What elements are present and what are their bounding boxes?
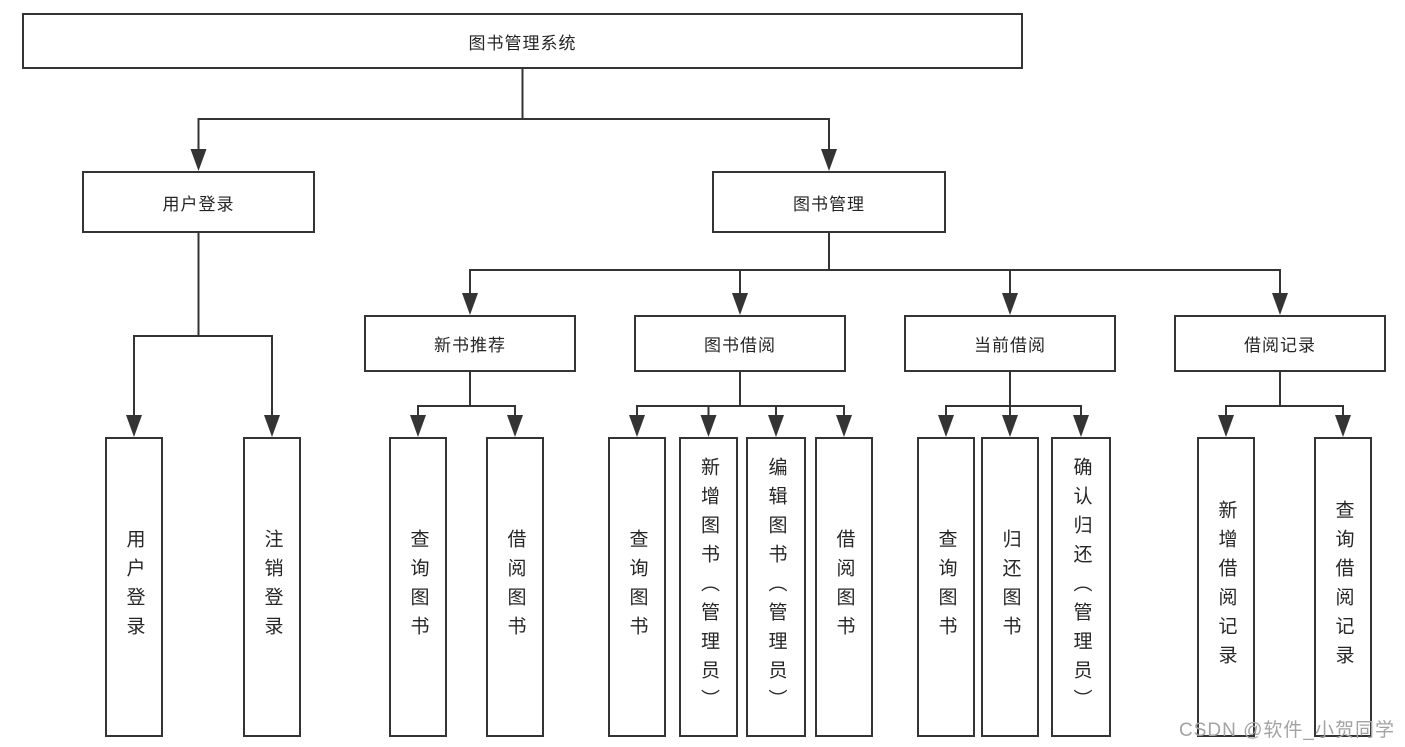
node-book-management: 图书管理 [712,171,946,233]
node-current-borrowing: 当前借阅 [904,315,1116,372]
connector-current-borrowing [938,372,1089,437]
node-leaf-add-book-admin: 新增图书（管理员） [679,437,738,737]
node-leaf-query-books-recommend: 查询图书 [389,437,447,737]
node-book-borrowing: 图书借阅 [634,315,846,372]
node-label: 借阅记录 [1244,336,1316,355]
arrowhead-icon [768,415,784,437]
node-leaf-edit-book-admin: 编辑图书（管理员） [746,437,806,737]
arrowhead-icon [1335,415,1351,437]
node-label: 借阅图书 [504,529,526,645]
arrowhead-icon [700,415,717,437]
node-leaf-query-borrow-record: 查询借阅记录 [1314,437,1372,737]
arrowhead-icon [507,415,523,437]
connector-user-login [126,233,280,437]
node-label: 编辑图书（管理员） [765,456,787,718]
connector-system [190,69,837,171]
arrowhead-icon [629,415,645,437]
node-label: 新增借阅记录 [1215,500,1237,674]
node-label: 查询图书 [407,529,429,645]
arrowhead-icon [1218,415,1234,437]
node-leaf-logout: 注销登录 [243,437,301,737]
node-label: 用户登录 [162,194,235,214]
connector-borrow-records [1218,372,1351,437]
connector-book-management [462,233,1288,315]
arrowhead-icon [836,415,852,437]
node-leaf-add-borrow-record: 新增借阅记录 [1197,437,1255,737]
csdn-watermark: CSDN @软件_小贺同学 [1179,720,1395,741]
arrowhead-icon [410,415,426,437]
connector-new-book-recommend [410,372,523,437]
node-label: 借阅图书 [833,529,855,645]
arrowhead-icon [732,293,748,315]
arrowhead-icon [1272,293,1288,315]
node-label: 归还图书 [999,529,1021,645]
node-leaf-query-books-current: 查询图书 [917,437,975,737]
arrowhead-icon [462,293,478,315]
node-borrow-records: 借阅记录 [1174,315,1386,372]
node-leaf-confirm-return-admin: 确认归还（管理员） [1051,437,1111,737]
arrowhead-icon [126,415,142,437]
node-leaf-borrow-books-recommend: 借阅图书 [486,437,544,737]
node-user-login: 用户登录 [82,171,315,233]
arrowhead-icon [1002,293,1018,315]
node-label: 新书推荐 [434,336,506,355]
arrowhead-icon [264,415,280,437]
node-leaf-user-login: 用户登录 [105,437,163,737]
node-system: 图书管理系统 [22,13,1023,69]
arrowhead-icon [821,149,837,171]
node-label: 查询借阅记录 [1332,500,1354,674]
node-label: 查询图书 [626,529,648,645]
node-label: 注销登录 [261,529,283,645]
arrowhead-icon [1002,415,1018,437]
node-leaf-borrow-books-borrowing: 借阅图书 [815,437,873,737]
node-label: 查询图书 [935,529,957,645]
node-leaf-return-book: 归还图书 [981,437,1039,737]
node-label: 图书管理 [793,194,865,214]
node-new-book-recommend: 新书推荐 [364,315,576,372]
arrowhead-icon [1073,415,1089,437]
connector-book-borrowing [629,372,852,437]
arrowhead-icon [938,415,954,437]
node-label: 当前借阅 [974,336,1046,355]
node-label: 确认归还（管理员） [1070,456,1092,718]
arrowhead-icon [190,149,207,171]
node-label: 图书管理系统 [468,33,577,53]
node-label: 用户登录 [123,529,145,645]
node-label: 新增图书（管理员） [698,456,719,718]
node-label: 图书借阅 [704,336,776,355]
node-leaf-query-books-borrowing: 查询图书 [608,437,666,737]
